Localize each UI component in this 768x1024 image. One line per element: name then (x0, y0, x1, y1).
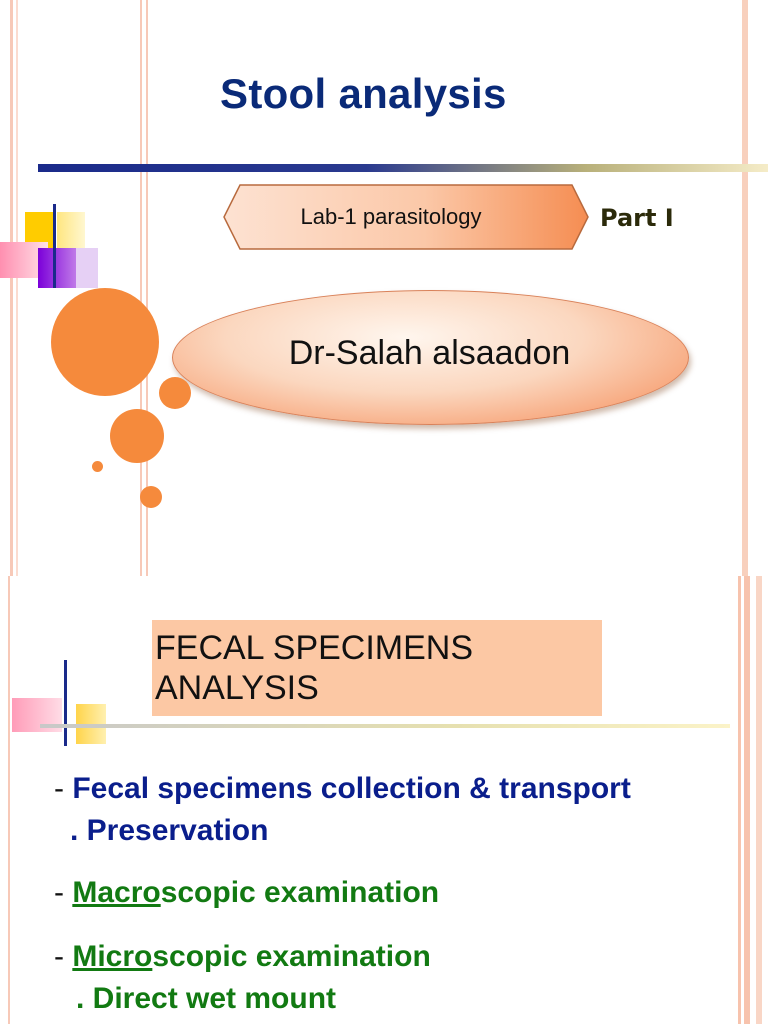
underlined-prefix: Macro (72, 876, 161, 909)
title-slide: Stool analysis Lab-1 parasitology Part I… (0, 0, 768, 576)
right-stripe (744, 576, 750, 1024)
right-stripe (742, 0, 748, 576)
list-item: - Fecal specimens collection & transport (54, 772, 631, 806)
left-stripe (146, 0, 148, 576)
content-slide: FECAL SPECIMENS ANALYSIS - Fecal specime… (0, 576, 768, 1024)
orange-circle-tiny (92, 461, 103, 472)
orange-circle (159, 377, 191, 409)
list-item: - Microscopic examination (54, 940, 431, 974)
left-stripe (8, 576, 10, 1024)
orange-circle (110, 409, 164, 463)
item-text: scopic examination (152, 940, 431, 973)
dash: - (54, 876, 73, 909)
item-text: . Direct wet mount (76, 982, 337, 1015)
left-stripe (10, 0, 13, 576)
item-text: Fecal specimens collection & transport (72, 772, 631, 805)
slide-heading: FECAL SPECIMENS ANALYSIS (155, 628, 595, 708)
orange-circle-small (140, 486, 162, 508)
navy-vertical-line (64, 660, 67, 746)
navy-vertical-line (53, 204, 56, 288)
underlined-prefix: Micro (72, 940, 153, 973)
right-stripe (756, 576, 762, 1024)
orange-circle-large (51, 288, 159, 396)
dash: - (54, 772, 73, 805)
author-oval (172, 290, 689, 425)
part-label: Part I (600, 204, 674, 232)
list-item: - Macroscopic examination (54, 876, 439, 910)
right-stripe (738, 576, 741, 1024)
heading-underline (40, 724, 730, 728)
title-underline (38, 164, 768, 172)
left-stripe (16, 0, 18, 576)
item-text: scopic examination (160, 876, 440, 909)
page-title: Stool analysis (220, 70, 507, 117)
dash: - (54, 940, 73, 973)
item-text: . Preservation (70, 814, 269, 847)
list-item: . Preservation (70, 814, 268, 848)
left-stripe (140, 0, 142, 576)
heading-line: FECAL SPECIMENS (155, 629, 474, 667)
list-item: . Direct wet mount (76, 982, 336, 1016)
banner-shape (223, 184, 589, 250)
heading-box (152, 620, 602, 716)
purple-square (38, 248, 76, 288)
heading-line: ANALYSIS (155, 669, 319, 707)
author-name: Dr-Salah alsaadon (288, 334, 571, 372)
light-yellow-square (57, 212, 85, 248)
banner-label: Lab-1 parasitology (300, 204, 482, 229)
lavender-square (76, 248, 98, 288)
